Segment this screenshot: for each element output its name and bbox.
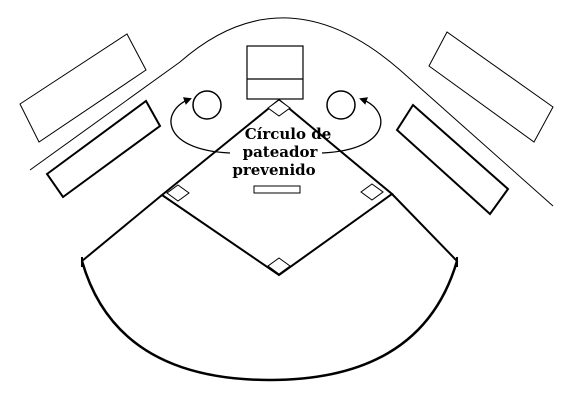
- left-dugout: [45, 99, 162, 199]
- pitchers-rubber: [253, 185, 301, 194]
- right-foul-line: [391, 193, 458, 262]
- label-line-2: pateador: [243, 143, 319, 161]
- right-dugout: [395, 103, 510, 216]
- left-foul-line: [81, 194, 163, 262]
- second-base: [267, 257, 291, 275]
- right-on-deck-circle: [326, 90, 356, 120]
- curved-arrow-icon: [170, 97, 231, 154]
- third-base: [166, 184, 190, 202]
- left-outer-bench: [19, 33, 147, 143]
- backstop-fence: [29, 17, 554, 207]
- left-on-deck-circle: [192, 90, 222, 120]
- first-base: [360, 183, 384, 201]
- home-plate: [267, 99, 291, 117]
- outfield-arc: [80, 260, 459, 382]
- label-line-1: Círculo de: [245, 125, 332, 143]
- infield-diamond: [160, 98, 394, 277]
- label-line-3: prevenido: [232, 161, 315, 179]
- curved-arrow-icon: [321, 97, 382, 154]
- right-outer-bench: [428, 31, 554, 143]
- backstop-box: [246, 45, 304, 100]
